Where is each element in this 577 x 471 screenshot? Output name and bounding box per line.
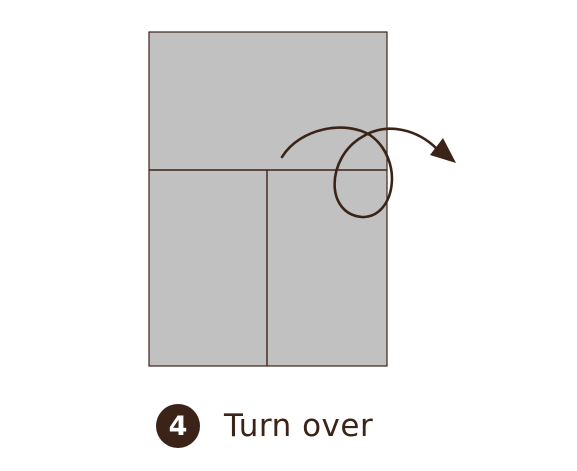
- step-instruction: Turn over: [224, 407, 374, 444]
- turn-over-arrowhead: [430, 138, 456, 163]
- step-number: 4: [168, 410, 188, 442]
- step-label: 4 Turn over: [156, 404, 373, 448]
- paper-sheet: [148, 31, 388, 367]
- step-number-badge: 4: [156, 404, 200, 448]
- folded-paper: [148, 31, 388, 367]
- turn-over-arrow-icon: [280, 126, 456, 219]
- turn-over-arrow-path: [280, 126, 439, 219]
